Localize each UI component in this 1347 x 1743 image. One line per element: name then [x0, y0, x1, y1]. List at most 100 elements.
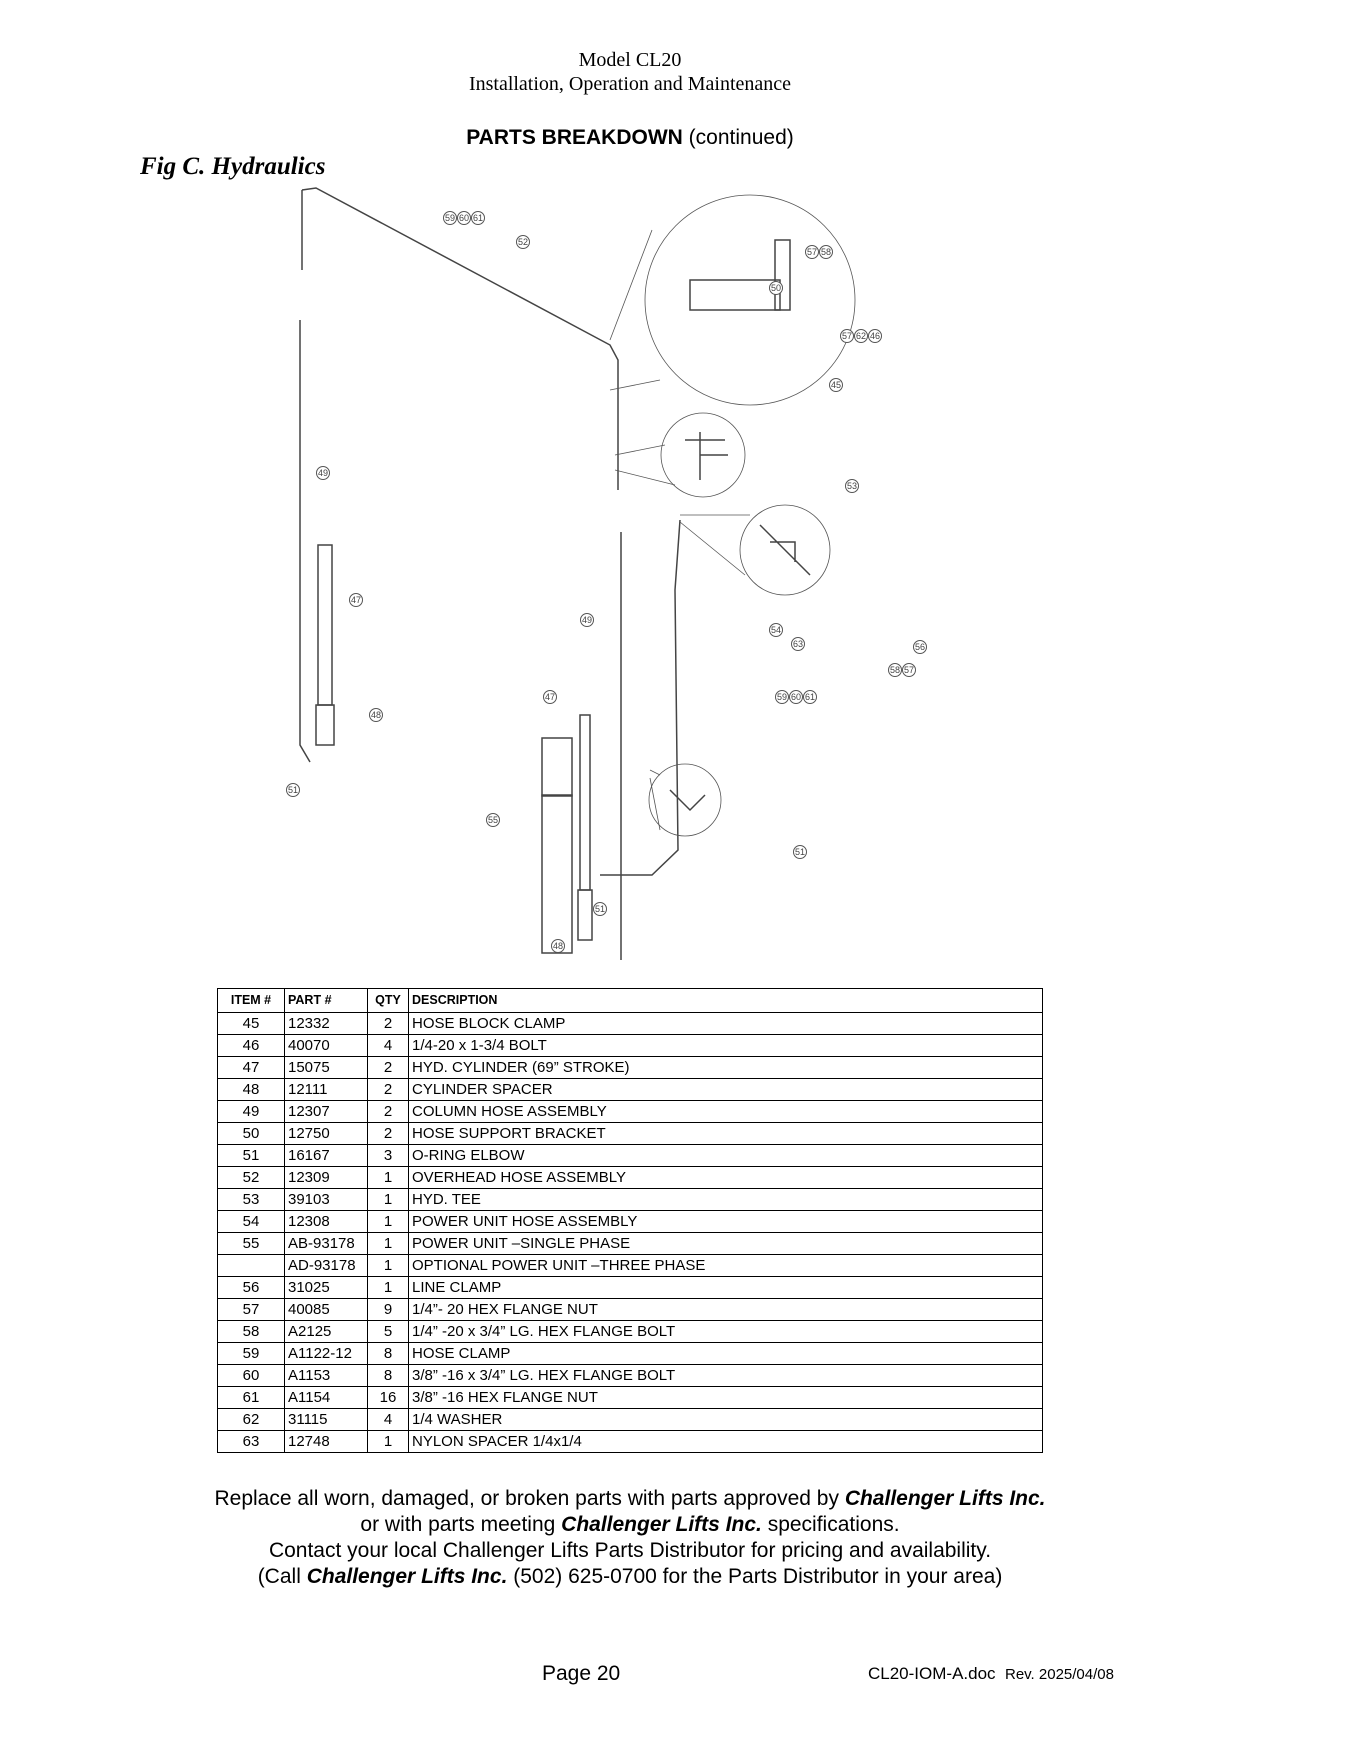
svg-text:57: 57	[904, 665, 914, 675]
cell-description: O-RING ELBOW	[408, 1144, 1043, 1167]
cell-description: POWER UNIT –SINGLE PHASE	[408, 1232, 1043, 1255]
cell-part: 31025	[284, 1276, 368, 1299]
cell-part: 15075	[284, 1056, 368, 1079]
cell-item: 59	[217, 1342, 285, 1365]
callout-47b: 47	[543, 690, 557, 704]
cell-description: OPTIONAL POWER UNIT –THREE PHASE	[408, 1254, 1043, 1277]
notice-line-4: (Call Challenger Lifts Inc. (502) 625-07…	[0, 1565, 1260, 1589]
cell-description: HYD. CYLINDER (69” STROKE)	[408, 1056, 1043, 1079]
svg-text:62: 62	[856, 331, 866, 341]
cell-item: 54	[217, 1210, 285, 1233]
cell-description: 1/4” -20 x 3/4” LG. HEX FLANGE BOLT	[408, 1320, 1043, 1343]
cell-description: OVERHEAD HOSE ASSEMBLY	[408, 1166, 1043, 1189]
cell-item: 53	[217, 1188, 285, 1211]
section-title-rest: (continued)	[682, 126, 794, 149]
svg-text:58: 58	[890, 665, 900, 675]
cell-part: 12748	[284, 1430, 368, 1453]
leader-clamp	[679, 514, 750, 576]
doc-name: CL20-IOM-A.doc	[868, 1664, 996, 1683]
cell-item: 63	[217, 1430, 285, 1453]
cell-part: A1153	[284, 1364, 368, 1387]
cell-part: 40085	[284, 1298, 368, 1321]
cell-part: A2125	[284, 1320, 368, 1343]
notice-2b: Challenger Lifts Inc.	[561, 1513, 762, 1536]
svg-text:46: 46	[870, 331, 880, 341]
callout-51: 51	[286, 783, 300, 797]
svg-text:47: 47	[545, 692, 555, 702]
cell-item: 47	[217, 1056, 285, 1079]
svg-text:50: 50	[771, 283, 781, 293]
cell-part: 12308	[284, 1210, 368, 1233]
cell-item: 60	[217, 1364, 285, 1387]
page-number: Page 20	[542, 1662, 621, 1685]
cell-item: 57	[217, 1298, 285, 1321]
cell-item: 51	[217, 1144, 285, 1167]
notice-line-2: or with parts meeting Challenger Lifts I…	[0, 1513, 1260, 1537]
cell-qty: 1	[367, 1430, 409, 1453]
callout-51c: 51	[593, 902, 607, 916]
cell-qty: 2	[367, 1122, 409, 1145]
col-item: ITEM #	[217, 988, 285, 1013]
svg-text:61: 61	[473, 213, 483, 223]
notice-line-3: Contact your local Challenger Lifts Part…	[268, 1539, 992, 1562]
svg-text:45: 45	[831, 380, 841, 390]
cell-item	[217, 1254, 285, 1277]
callout-55: 55	[486, 813, 500, 827]
cell-part: A1154	[284, 1386, 368, 1409]
col-qty: QTY	[367, 988, 409, 1013]
cell-description: NYLON SPACER 1/4x1/4	[408, 1430, 1043, 1453]
cell-description: HOSE SUPPORT BRACKET	[408, 1122, 1043, 1145]
section-title-bold: PARTS BREAKDOWN	[466, 126, 683, 149]
cell-qty: 4	[367, 1034, 409, 1057]
cell-qty: 1	[367, 1210, 409, 1233]
cell-part: 39103	[284, 1188, 368, 1211]
cell-qty: 8	[367, 1342, 409, 1365]
cell-item: 56	[217, 1276, 285, 1299]
notice-4c: (502) 625-0700 for the Parts Distributor…	[507, 1565, 1003, 1588]
callout-52: 52	[516, 235, 530, 249]
cell-qty: 2	[367, 1078, 409, 1101]
cell-qty: 5	[367, 1320, 409, 1343]
callout-59b: 59	[775, 690, 789, 704]
section-title: PARTS BREAKDOWN (continued)	[0, 126, 1260, 150]
cell-item: 55	[217, 1232, 285, 1255]
svg-text:57: 57	[842, 331, 852, 341]
header-subtitle: Installation, Operation and Maintenance	[468, 73, 792, 95]
hydraulics-diagram: 59 60 61 52 57 58 50 57 62 46 45 49 53 4…	[286, 187, 927, 960]
svg-text:53: 53	[847, 481, 857, 491]
svg-text:55: 55	[488, 815, 498, 825]
cylinder-spacer-left	[315, 704, 335, 746]
cell-item: 62	[217, 1408, 285, 1431]
cell-part: 12750	[284, 1122, 368, 1145]
svg-text:61: 61	[805, 692, 815, 702]
cell-part: 12309	[284, 1166, 368, 1189]
bracket-detail	[689, 279, 781, 311]
detail-bracket	[644, 194, 856, 406]
cylinder-spacer-right	[577, 889, 593, 941]
callout-62: 62	[854, 329, 868, 343]
cell-description: LINE CLAMP	[408, 1276, 1043, 1299]
notice-2a: or with parts meeting	[360, 1513, 562, 1536]
cell-qty: 1	[367, 1276, 409, 1299]
callout-49b: 49	[580, 613, 594, 627]
callout-59: 59	[443, 211, 457, 225]
power-unit-motor	[541, 737, 573, 797]
cell-qty: 1	[367, 1232, 409, 1255]
cell-qty: 1	[367, 1188, 409, 1211]
svg-text:59: 59	[445, 213, 455, 223]
cell-qty: 16	[367, 1386, 409, 1409]
svg-text:58: 58	[821, 247, 831, 257]
cell-item: 50	[217, 1122, 285, 1145]
cell-part: AD-93178	[284, 1254, 368, 1277]
svg-text:52: 52	[518, 237, 528, 247]
